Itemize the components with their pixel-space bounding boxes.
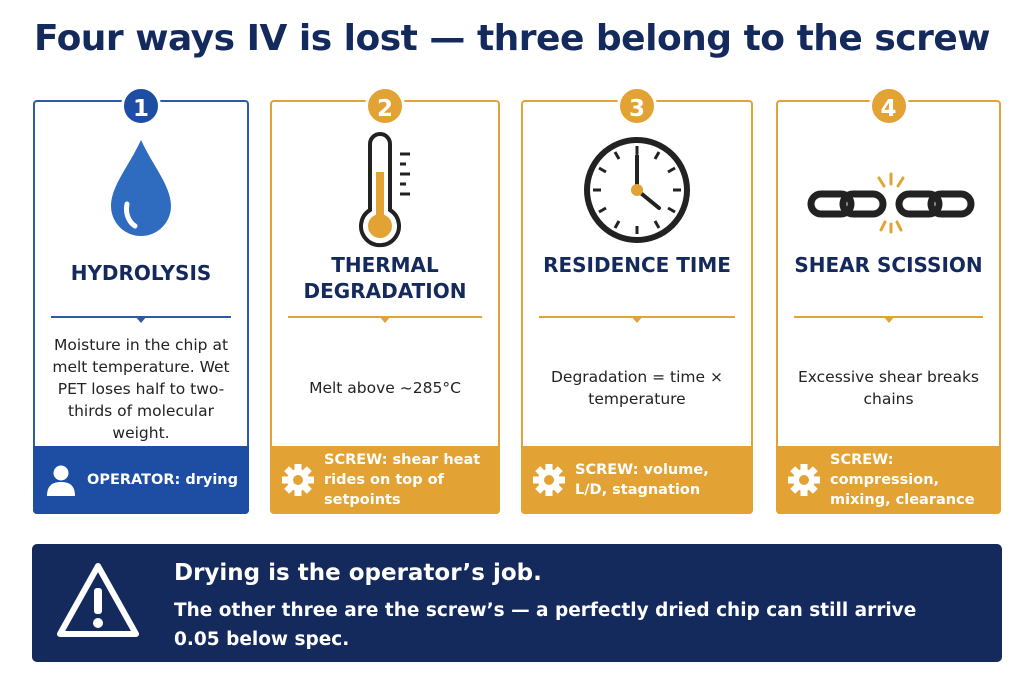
warning-icon — [57, 563, 139, 637]
card-thermal-degradation: 2 THERMAL DEGRADATION Melt above ~285°C — [270, 86, 500, 514]
card-heading: SHEAR SCISSION — [794, 253, 983, 277]
gear-icon — [282, 464, 314, 496]
broken-chain-icon — [807, 172, 974, 234]
footer-label: OPERATOR: drying — [87, 472, 239, 488]
footer-label: SCREW: volume, L/D, stagnation — [575, 462, 709, 498]
card-footer: SCREW: shear heat rides on top of setpoi… — [270, 446, 500, 514]
water-drop-icon — [111, 140, 171, 236]
card-shear-scission: 4 SHEAR SCISSION Excessive shear breaks … — [776, 86, 1001, 514]
gear-icon — [788, 464, 820, 496]
card-heading: RESIDENCE TIME — [543, 253, 731, 277]
banner-headline: Drying is the operator’s job. — [174, 560, 542, 586]
footer-label: SCREW: compression, mixing, clearance — [830, 452, 975, 508]
banner-text: The other three are the screw’s — a perf… — [174, 600, 917, 650]
step-badge: 4 — [868, 86, 909, 126]
card-heading: HYDROLYSIS — [70, 261, 212, 285]
card-hydrolysis: 1 HYDROLYSIS Moisture in the chip at mel… — [33, 86, 249, 514]
card-footer: SCREW: compression, mixing, clearance — [776, 446, 1001, 514]
card-body: Degradation = time × temperature — [551, 368, 723, 408]
operator-icon — [47, 465, 75, 496]
step-badge: 1 — [121, 86, 161, 126]
clock-icon — [584, 137, 690, 243]
page-title: Four ways IV is lost — three belong to t… — [33, 18, 991, 59]
card-residence-time: 3 RESIDENCE TIME Degradatio — [521, 86, 753, 514]
card-body: Moisture in the chip at melt temperature… — [52, 336, 230, 442]
gear-icon — [533, 464, 565, 496]
card-heading: THERMAL DEGRADATION — [303, 253, 467, 303]
thermometer-icon — [359, 132, 410, 248]
step-badge: 3 — [617, 86, 657, 126]
card-body: Melt above ~285°C — [309, 379, 461, 397]
step-badge: 2 — [365, 86, 405, 126]
card-body: Excessive shear breaks chains — [797, 368, 980, 408]
summary-banner: Drying is the operator’s job. The other … — [32, 544, 1002, 662]
card-footer: OPERATOR: drying — [33, 446, 249, 514]
footer-label: SCREW: shear heat rides on top of setpoi… — [324, 452, 481, 508]
card-footer: SCREW: volume, L/D, stagnation — [521, 446, 753, 514]
